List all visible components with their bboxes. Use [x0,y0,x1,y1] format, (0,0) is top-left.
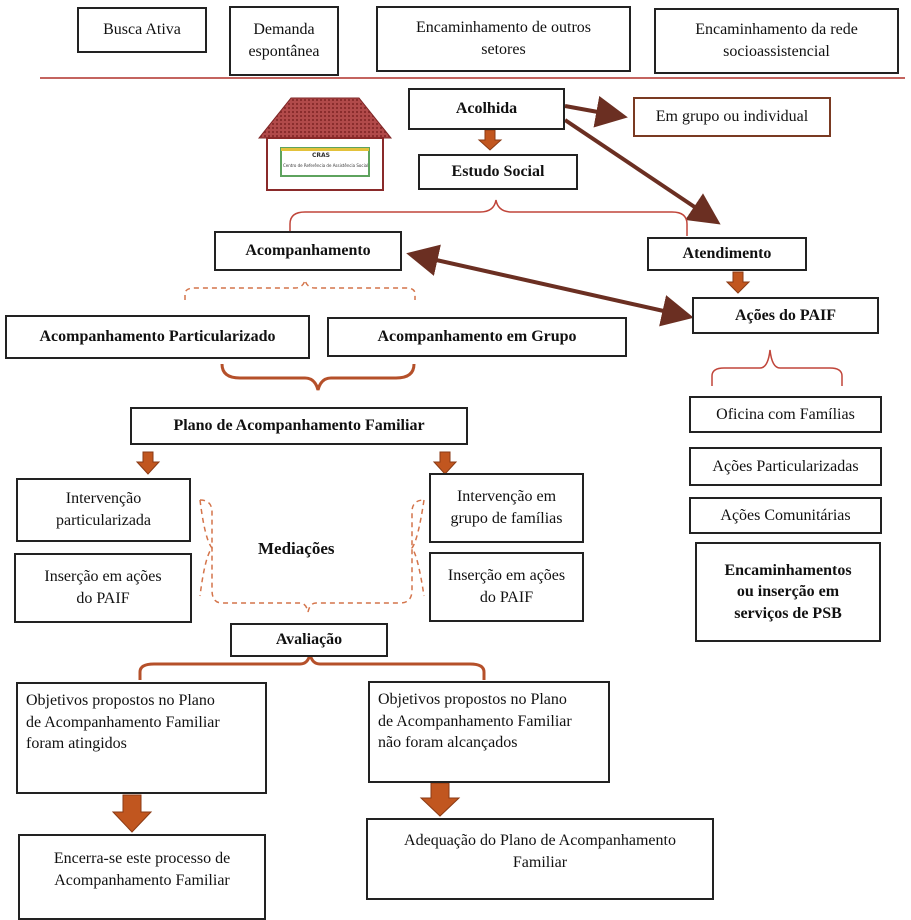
arrow-acolhida-to-mode [564,95,628,128]
brace-acoes-paif [711,349,843,386]
brace-mediacoes [199,499,425,613]
label-mediacoes: Mediações [258,539,335,558]
node-avaliacao: Avaliação [230,623,388,657]
brace-estudo-social [289,199,688,236]
node-acompanhamento-grupo: Acompanhamento em Grupo [327,317,627,357]
arrow-acompanhamento-paif [406,244,694,327]
brace-avaliacao [138,653,486,680]
down-arrow-acolhida [477,129,503,151]
cras-logo-subtitle: Centro de Referência de Assistência Soci… [283,163,369,168]
paif-action-oficina: Oficina com Famílias [689,396,882,433]
node-atendimento: Atendimento [647,237,807,271]
paif-action-comunitarias: Ações Comunitárias [689,497,882,534]
node-objetivos-nao-alcancados: Objetivos propostos no Plano de Acompanh… [368,681,610,783]
node-intervencao-grupo: Intervenção em grupo de famílias [429,473,584,543]
node-acompanhamento: Acompanhamento [214,231,402,271]
down-arrow-nao-alcancados [419,782,461,817]
node-estudo-social: Estudo Social [418,154,578,190]
node-acompanhamento-particularizado: Acompanhamento Particularizado [5,315,310,359]
down-arrow-plano-right [432,451,458,475]
cras-logo-title: CRAS [312,152,330,159]
source-demanda-espontanea: Demanda espontânea [229,6,339,76]
node-insercao-right: Inserção em ações do PAIF [429,552,584,622]
node-plano-acompanhamento: Plano de Acompanhamento Familiar [130,407,468,445]
paif-action-particularizadas: Ações Particularizadas [689,447,882,486]
source-rede-socioassistencial: Encaminhamento da rede socioassistencial [654,8,899,74]
cras-house-icon [257,97,393,191]
block-arrows [111,129,751,833]
node-adequacao-plano: Adequação do Plano de Acompanhamento Fam… [366,818,714,900]
curl-right [411,499,425,597]
arrow-acolhida-to-atendimento [563,118,721,225]
down-arrow-plano-left [135,451,161,475]
source-outros-setores: Encaminhamento de outros setores [376,6,631,72]
source-busca-ativa: Busca Ativa [77,7,207,53]
node-objetivos-atingidos: Objetivos propostos no Plano de Acompanh… [16,682,267,794]
brace-acompanhamentos-join [220,363,416,391]
node-acolhida: Acolhida [408,88,565,130]
node-encaminhamentos-psb: Encaminhamentos ou inserção em serviços … [695,542,881,642]
node-em-grupo-ou-individual: Em grupo ou individual [633,97,831,137]
node-acoes-paif: Ações do PAIF [692,297,879,334]
node-encerra-processo: Encerra-se este processo de Acompanhamen… [18,834,266,920]
curl-left [199,499,213,597]
node-intervencao-particularizada: Intervenção particularizada [16,478,191,542]
down-arrow-atingidos [111,794,153,833]
down-arrow-atendimento [725,271,751,294]
node-insercao-left: Inserção em ações do PAIF [14,553,192,623]
brace-acompanhamento [184,279,416,300]
